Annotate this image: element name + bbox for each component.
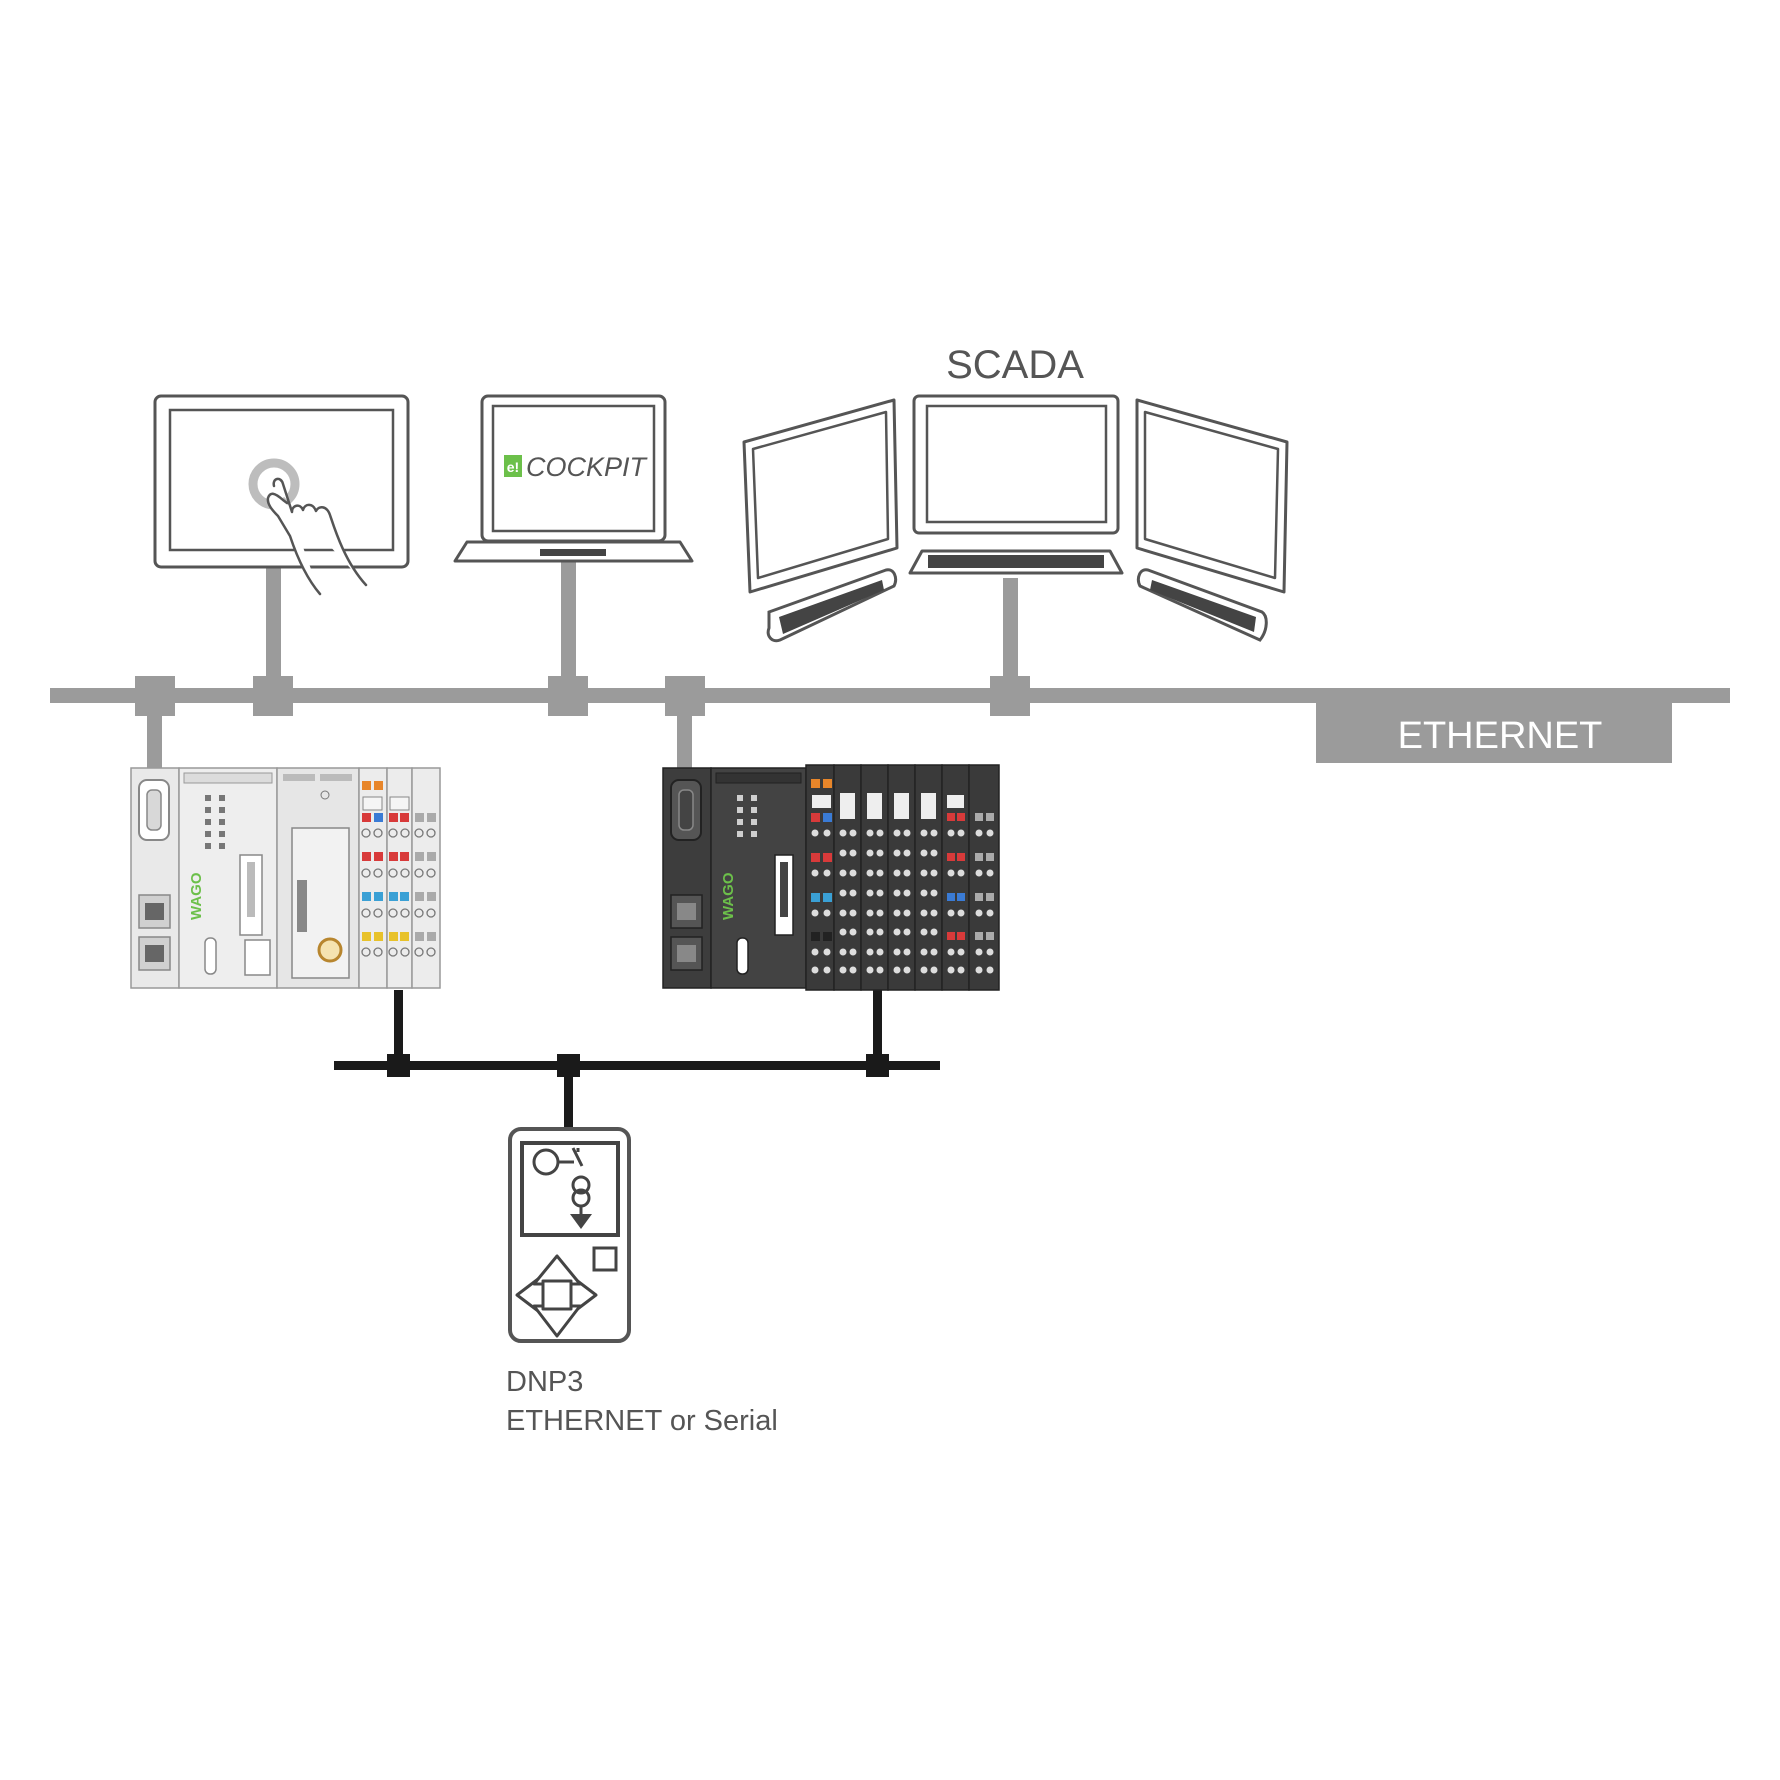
controller-light: WAGO [130,767,441,989]
bus-junction [548,676,588,716]
field-bus [334,990,940,1133]
touch-panel [153,394,410,596]
switch-symbol-icon [532,1147,591,1216]
controller-brand-label: WAGO [188,872,205,920]
rj45-port-icon [138,894,171,929]
bus-junction [135,676,175,716]
controller-brand-label: WAGO [720,872,737,920]
bus-junction [253,676,293,716]
ethernet-bus [50,562,1730,770]
bus-junction [990,676,1030,716]
controller-dark: WAGO [662,764,1000,991]
bus-junction [557,1054,580,1077]
cockpit-logo-icon [504,455,522,477]
cockpit-label: COCKPIT [526,452,649,482]
indicator-square-icon [592,1246,618,1272]
dnp3-sublabel: ETHERNET or Serial [506,1405,778,1437]
hand-icon [266,477,368,596]
dnp3-label: DNP3 [506,1366,583,1398]
laptop: e! COCKPIT [453,394,694,563]
bus-junction [665,676,705,716]
dnp3-device [508,1127,631,1343]
direction-pad-icon [515,1254,598,1338]
scada-workstation [742,394,1289,643]
bus-junction [866,1054,889,1077]
ethernet-label: ETHERNET [1398,715,1603,757]
ethernet-label-tab [1316,703,1672,763]
cockpit-logo-letter: e! [507,459,519,475]
scada-label: SCADA [946,343,1084,387]
bus-junction [387,1054,410,1077]
